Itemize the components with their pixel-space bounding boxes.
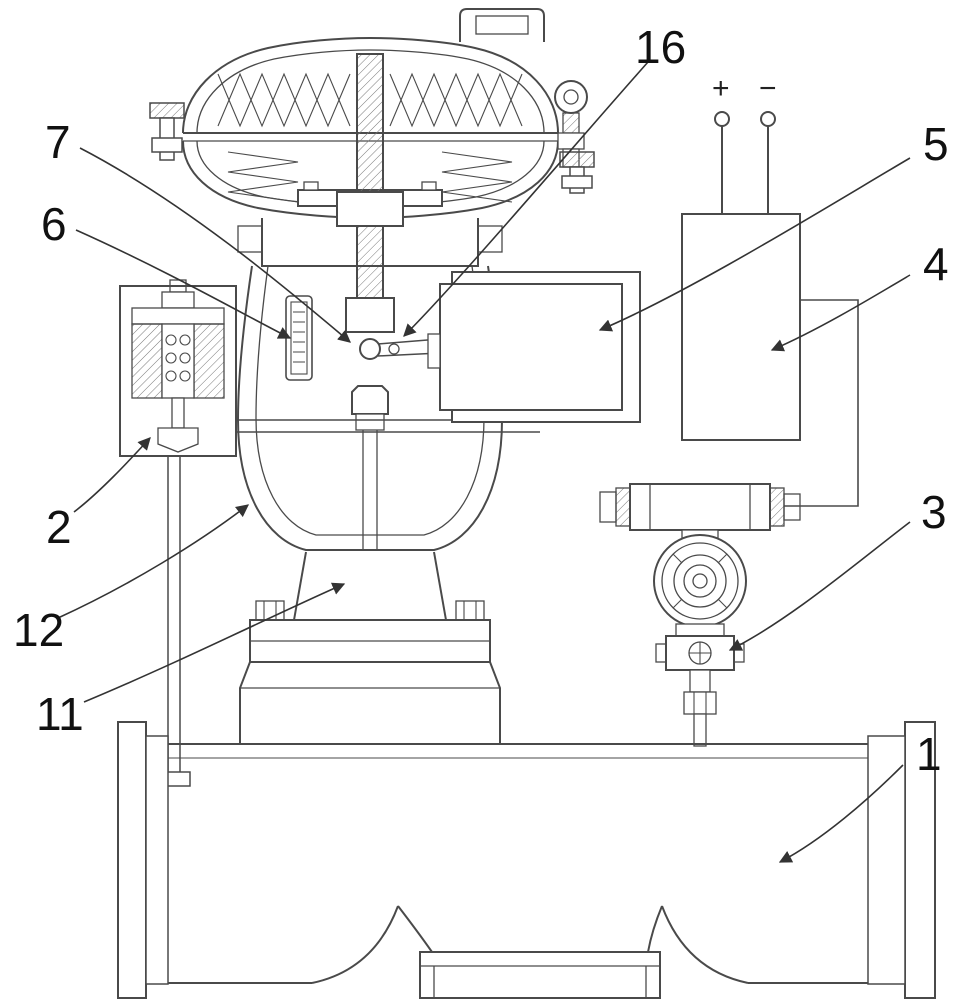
negative-terminal-label: − <box>759 72 777 105</box>
lower-springs <box>227 151 513 203</box>
positive-terminal-label: + <box>712 72 730 105</box>
travel-gauge <box>285 295 313 381</box>
leader-2 <box>73 437 151 513</box>
feedback-rod <box>157 419 540 787</box>
callout-3: 3 <box>921 486 947 538</box>
upper-spring-section <box>217 72 523 128</box>
spring-housing <box>237 218 503 267</box>
leader-11 <box>83 582 346 703</box>
negative-terminal <box>760 111 776 127</box>
callout-7: 7 <box>45 116 71 168</box>
valve-body <box>117 721 936 999</box>
clamp-bolts <box>149 102 595 194</box>
actuator-stem <box>336 53 404 301</box>
leader-3 <box>728 521 911 651</box>
leader-1 <box>778 764 904 863</box>
leader-4 <box>770 274 911 352</box>
leader-7 <box>79 147 351 343</box>
callout-16: 16 <box>635 21 687 73</box>
callout-12: 12 <box>13 604 65 656</box>
callout-11: 11 <box>36 688 84 740</box>
leader-16 <box>403 61 649 337</box>
leader-lines <box>57 61 911 863</box>
leader-5 <box>598 157 911 332</box>
signal-wire <box>784 299 859 507</box>
leader-12 <box>57 504 250 619</box>
feedback-lever <box>345 297 441 360</box>
valve-yoke <box>236 265 504 744</box>
callout-4: 4 <box>923 238 949 290</box>
positive-terminal <box>714 111 730 127</box>
positioner <box>119 279 237 457</box>
power-box <box>681 111 801 441</box>
callout-6: 6 <box>41 198 67 250</box>
controller-box <box>427 271 641 423</box>
leader-6 <box>75 229 292 339</box>
callout-5: 5 <box>923 118 949 170</box>
top-bracket <box>459 8 545 42</box>
callout-2: 2 <box>46 501 72 553</box>
callout-1: 1 <box>916 728 942 780</box>
pressure-transmitter <box>599 483 801 747</box>
